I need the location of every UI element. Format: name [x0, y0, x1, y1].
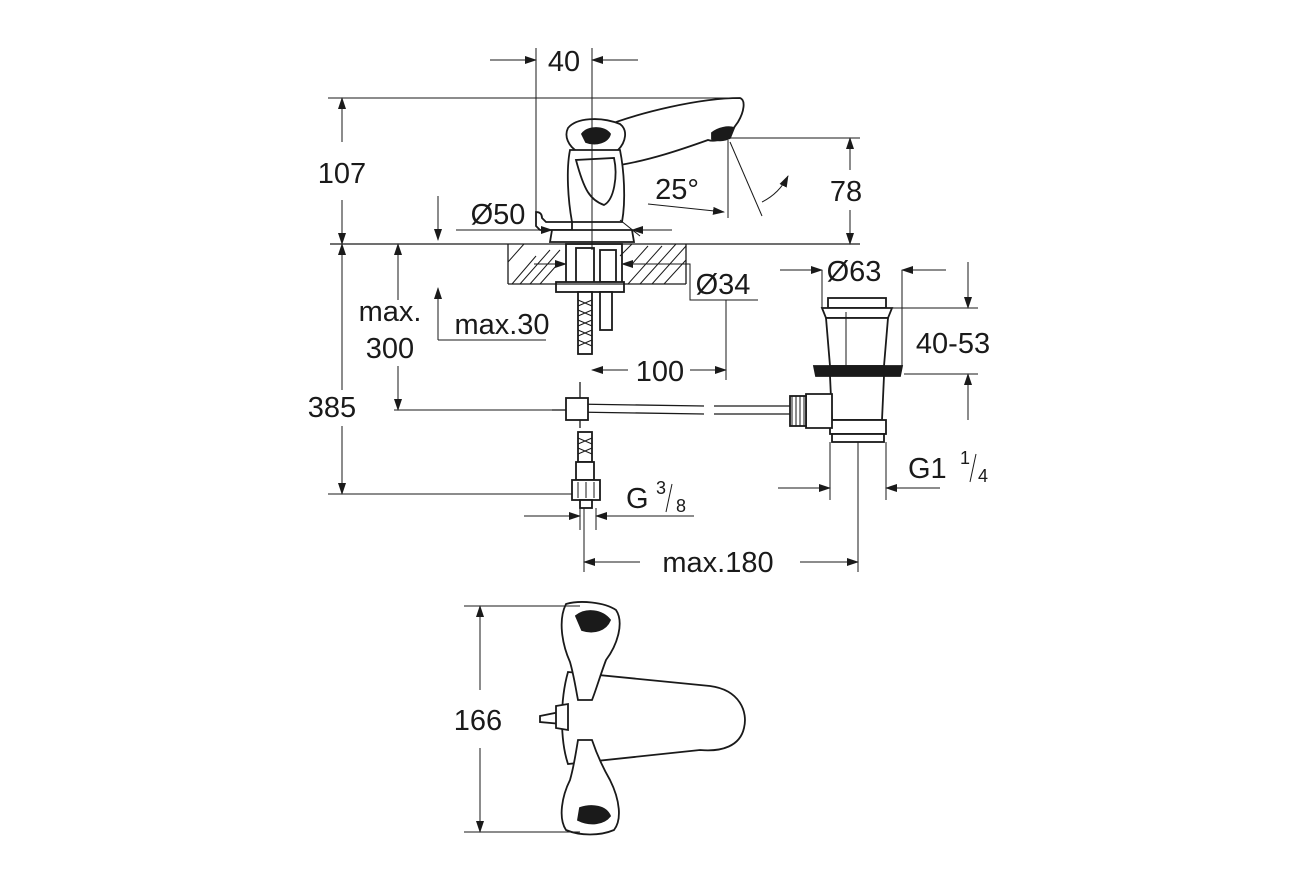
faucet-plan-view: [539, 601, 746, 836]
dim-waste-thread-main: G1: [908, 453, 947, 485]
dim-supply-thread-num: 3: [656, 478, 666, 498]
dim-waste-height: 40-53: [916, 328, 990, 360]
dim-supply-thread: G: [626, 483, 649, 515]
dimension-lines: [328, 48, 978, 572]
dim-length-385: 385: [308, 392, 356, 424]
dim-supply-thread-main: G: [626, 483, 649, 515]
faucet-side-view: [535, 97, 745, 509]
dim-waste-thread-den: 4: [978, 466, 988, 486]
countertop-section: [330, 243, 860, 285]
dim-spout-angle: 25°: [655, 174, 699, 206]
dim-supply-thread-den: 8: [676, 496, 686, 516]
dim-spout-height: 78: [830, 176, 862, 208]
dim-max-300-line2: 300: [366, 333, 414, 365]
dim-spout-depth: 40: [548, 46, 580, 78]
dim-base-diameter: Ø50: [471, 199, 526, 231]
waste-fitting: [789, 297, 904, 443]
dim-waste-diameter: Ø63: [827, 256, 882, 288]
dim-plan-depth: 166: [454, 705, 502, 737]
plan-dimension: [464, 605, 580, 833]
dim-shank-diameter: Ø34: [696, 269, 751, 301]
dim-height-total: 107: [318, 158, 366, 190]
dim-offset-100: 100: [636, 356, 684, 388]
dim-waste-thread-num: 1: [960, 448, 970, 468]
dim-waste-thread: G1: [908, 453, 947, 485]
dim-max-180: max.180: [662, 547, 773, 579]
dim-max-300-line1: max.: [359, 296, 422, 328]
dim-max-30: max.30: [454, 309, 549, 341]
popup-rod: [552, 382, 790, 428]
